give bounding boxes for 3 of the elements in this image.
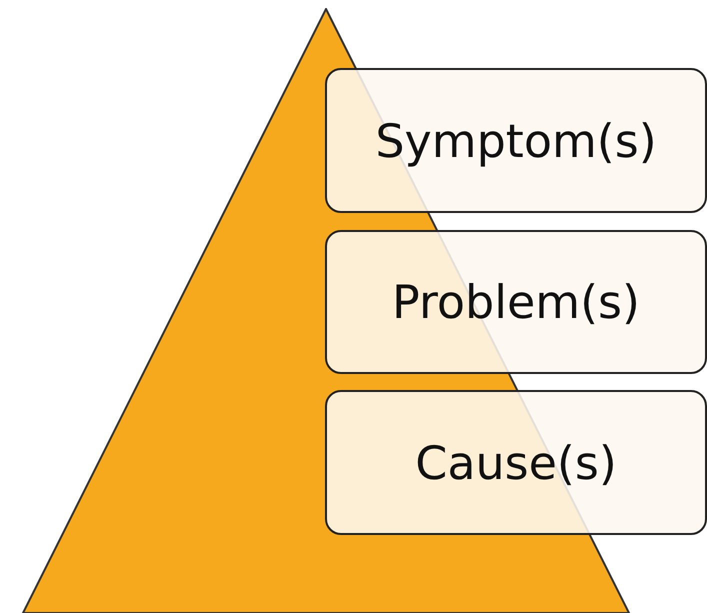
level-box: Symptom(s) xyxy=(325,68,707,213)
level-box: Cause(s) xyxy=(325,390,707,535)
level-box: Problem(s) xyxy=(325,230,707,374)
